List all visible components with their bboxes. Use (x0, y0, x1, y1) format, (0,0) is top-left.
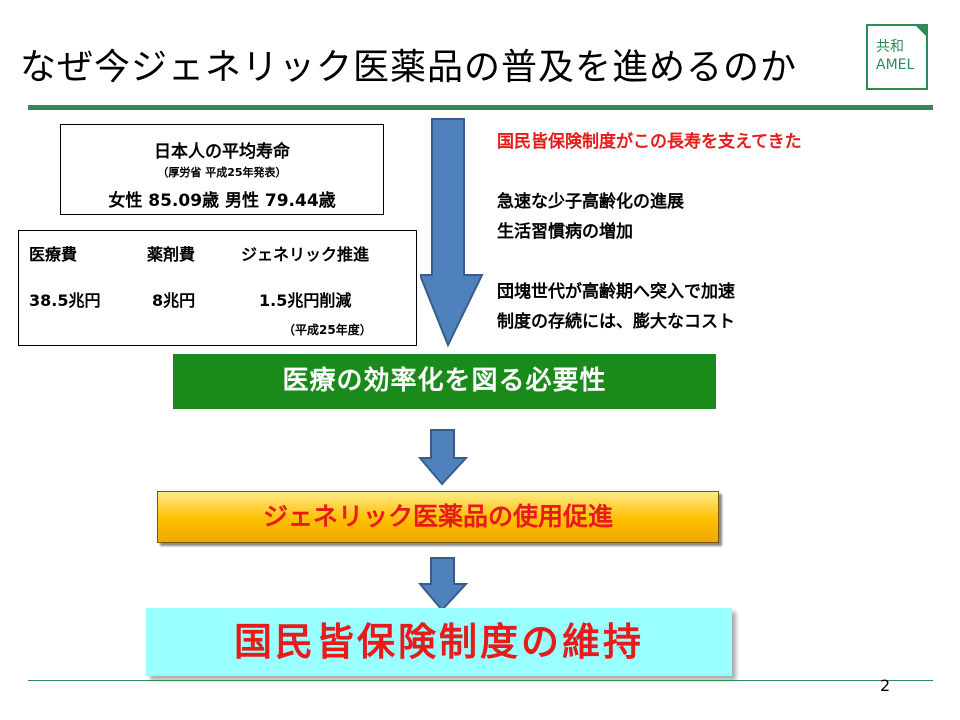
cost-note: （平成25年度） (283, 323, 372, 337)
right-line-4: 制度の存続には、膨大なコスト (497, 312, 735, 332)
cost-header-drug: 薬剤費 (147, 245, 196, 264)
right-line-1: 急速な少子高齢化の進展 (497, 192, 684, 212)
cost-box: 医療費 薬剤費 ジェネリック推進 38.5兆円 8兆円 1.5兆円削減 （平成2… (18, 230, 417, 346)
lifespan-values: 女性 85.09歳 男性 79.44歳 (108, 191, 336, 211)
right-line-3: 団塊世代が高齢期へ突入で加速 (497, 282, 735, 302)
title-divider (28, 105, 933, 110)
lifespan-source: （厚労省 平成25年発表） (157, 166, 287, 179)
logo-line2: AMEL (876, 57, 915, 73)
logo-corner-icon (914, 24, 928, 38)
cost-value-medical: 38.5兆円 (29, 291, 101, 310)
page-title: なぜ今ジェネリック医薬品の普及を進めるのか (20, 47, 798, 88)
highlight-text: 国民皆保険制度がこの長寿を支えてきた (497, 132, 802, 152)
logo-line1: 共和 (876, 39, 904, 55)
generic-step: ジェネリック医薬品の使用促進 (157, 491, 719, 543)
footer-divider (28, 680, 933, 681)
lifespan-heading: 日本人の平均寿命 (154, 142, 290, 162)
page-number: 2 (880, 676, 891, 695)
down-arrow-icon (418, 557, 468, 612)
cost-header-generic: ジェネリック推進 (241, 245, 370, 264)
cost-header-medical: 医療費 (29, 245, 78, 264)
maintain-step: 国民皆保険制度の維持 (146, 608, 732, 676)
cost-value-drug: 8兆円 (152, 291, 196, 310)
efficiency-step: 医療の効率化を図る必要性 (173, 354, 716, 409)
right-text-block: 国民皆保険制度がこの長寿を支えてきた 急速な少子高齢化の進展 生活習慣病の増加 … (497, 127, 802, 337)
logo: 共和 AMEL (866, 24, 928, 90)
right-line-2: 生活習慣病の増加 (497, 222, 633, 242)
down-arrow-icon (418, 429, 468, 486)
down-arrow-icon (420, 118, 484, 348)
cost-value-generic: 1.5兆円削減 (259, 291, 352, 310)
lifespan-box: 日本人の平均寿命 （厚労省 平成25年発表） 女性 85.09歳 男性 79.4… (60, 124, 384, 215)
